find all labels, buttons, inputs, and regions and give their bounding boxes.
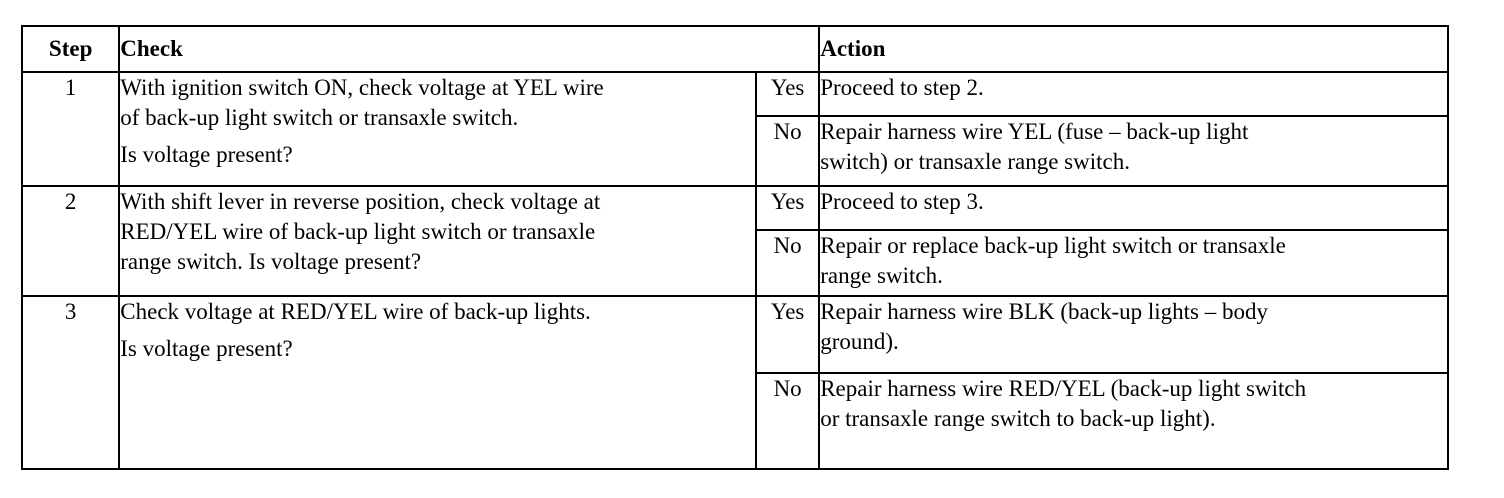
table-row: 3 Check voltage at RED/YEL wire of back-… bbox=[20, 295, 1449, 470]
check-line: range switch. Is voltage present? bbox=[120, 249, 422, 274]
table-row: 1 With ignition switch ON, check voltage… bbox=[20, 71, 1449, 187]
step-number: 3 bbox=[20, 295, 121, 470]
table-row: No Repair harness wire RED/YEL (back-up … bbox=[22, 372, 1449, 470]
no-label: No bbox=[755, 115, 821, 187]
no-label: No bbox=[755, 372, 821, 470]
action-line: Repair harness wire RED/YEL (back-up lig… bbox=[820, 376, 1307, 401]
yes-label: Yes bbox=[755, 71, 821, 117]
check-text: With ignition switch ON, check voltage a… bbox=[118, 71, 758, 187]
no-action: Repair harness wire RED/YEL (back-up lig… bbox=[818, 372, 1449, 470]
check-line: of back-up light switch or transaxle swi… bbox=[120, 105, 519, 130]
action-line: Repair harness wire BLK (back-up lights … bbox=[820, 299, 1268, 324]
check-text: Check voltage at RED/YEL wire of back-up… bbox=[118, 295, 758, 470]
no-label: No bbox=[755, 229, 821, 297]
action-line: Repair or replace back-up light switch o… bbox=[820, 233, 1286, 258]
yes-action: Proceed to step 3. bbox=[818, 185, 1449, 231]
action-line: or transaxle range switch to back-up lig… bbox=[820, 406, 1216, 431]
check-line: RED/YEL wire of back-up light switch or … bbox=[120, 219, 596, 244]
table-row: 2 With shift lever in reverse position, … bbox=[20, 185, 1449, 297]
check-text: With shift lever in reverse position, ch… bbox=[118, 185, 758, 297]
check-line: Check voltage at RED/YEL wire of back-up… bbox=[120, 299, 591, 324]
yes-action: Repair harness wire BLK (back-up lights … bbox=[818, 295, 1449, 374]
step-number: 1 bbox=[20, 71, 121, 187]
check-line: With shift lever in reverse position, ch… bbox=[120, 189, 601, 214]
check-question: Is voltage present? bbox=[120, 142, 293, 167]
check-question: Is voltage present? bbox=[120, 336, 293, 361]
table-row: No Repair or replace back-up light switc… bbox=[22, 229, 1449, 297]
header-row: Step Check Action bbox=[20, 25, 1449, 73]
header-step: Step bbox=[20, 25, 121, 73]
step-number: 2 bbox=[20, 185, 121, 297]
action-line: ground). bbox=[820, 329, 899, 354]
yes-label: Yes bbox=[755, 295, 821, 374]
action-line: switch) or transaxle range switch. bbox=[820, 149, 1130, 174]
yes-action: Proceed to step 2. bbox=[818, 71, 1449, 117]
diagnostic-table: Step Check Action 1 With ignition switch… bbox=[20, 25, 1449, 470]
yes-label: Yes bbox=[755, 185, 821, 231]
action-line: Repair harness wire YEL (fuse – back-up … bbox=[820, 119, 1249, 144]
action-line: range switch. bbox=[820, 263, 943, 288]
no-action: Repair harness wire YEL (fuse – back-up … bbox=[818, 115, 1449, 187]
table-row: No Repair harness wire YEL (fuse – back-… bbox=[22, 115, 1449, 187]
header-check: Check bbox=[118, 25, 821, 73]
header-action: Action bbox=[818, 25, 1449, 73]
no-action: Repair or replace back-up light switch o… bbox=[818, 229, 1449, 297]
check-line: With ignition switch ON, check voltage a… bbox=[120, 75, 604, 100]
